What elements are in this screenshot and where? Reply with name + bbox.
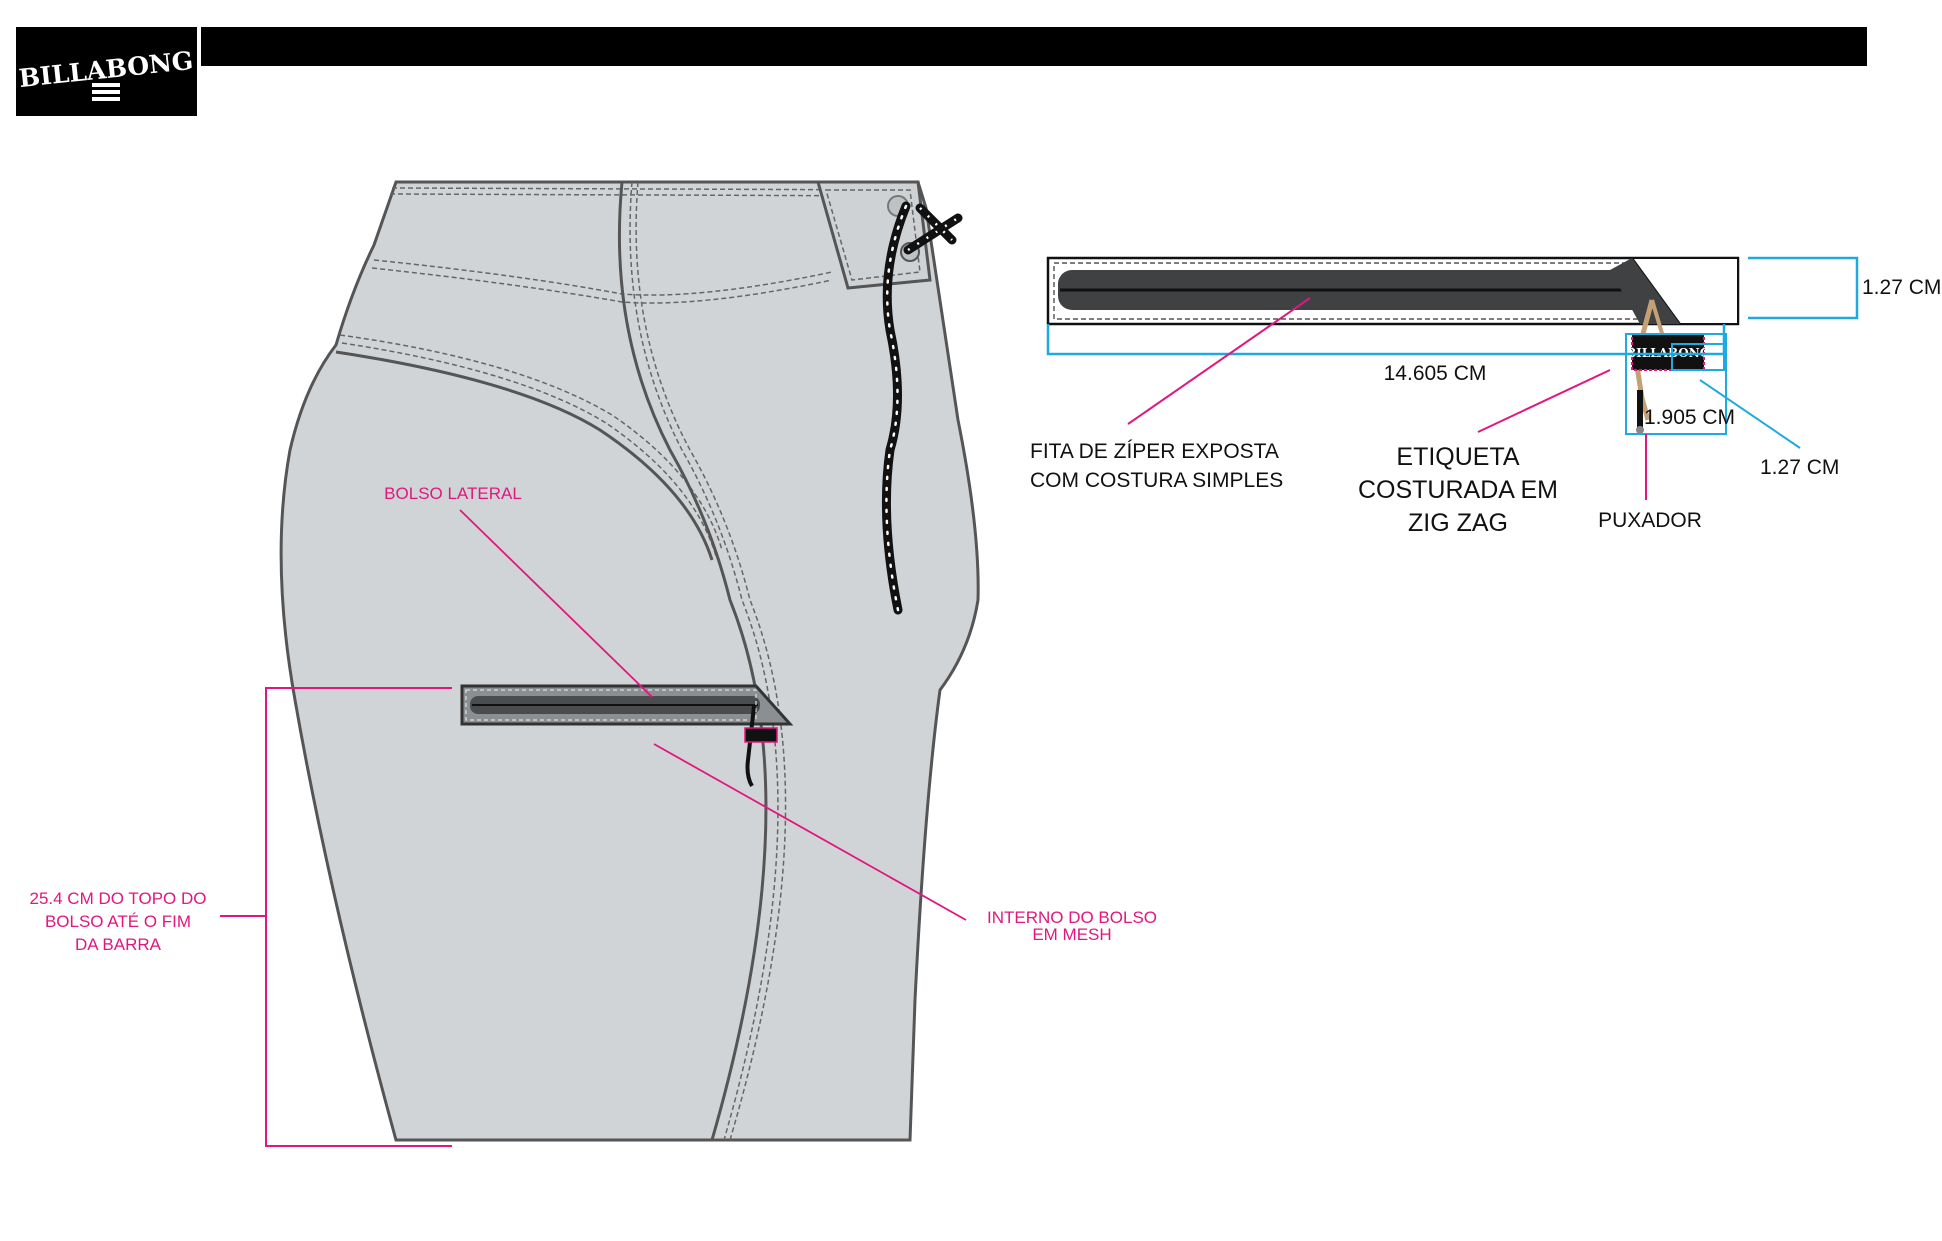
callout-measure-line1: 25.4 CM DO TOPO DO	[30, 889, 207, 908]
drawcord-dots	[885, 204, 908, 612]
callout-fita-line2: COM COSTURA SIMPLES	[1030, 469, 1283, 492]
callout-fita-line1: FITA DE ZÍPER EXPOSTA	[1030, 440, 1279, 463]
side-pocket	[460, 684, 794, 788]
callout-interno-line2: EM MESH	[1032, 925, 1111, 944]
callout-line-fita	[1127, 297, 1311, 425]
callout-line-etiqueta	[1477, 369, 1611, 433]
callout-measure-line3: DA BARRA	[75, 935, 162, 954]
yoke-seam	[371, 267, 833, 304]
callout-bolso-lateral: BOLSO LATERAL	[384, 484, 522, 503]
callout-etiqueta-line1: ETIQUETA	[1396, 443, 1519, 471]
callout-etiqueta-line2: COSTURADA EM	[1358, 476, 1558, 504]
detail-zipper-end-fill	[1610, 258, 1680, 324]
callout-etiqueta-line3: ZIG ZAG	[1408, 509, 1508, 537]
dim-label-text: 1.905 CM	[1644, 406, 1735, 429]
callout-line-bolso	[459, 509, 653, 698]
dim-length-text: 14.605 CM	[1384, 362, 1487, 385]
dim-label-height-text: 1.27 CM	[1760, 456, 1839, 479]
callout-line-interno	[653, 743, 967, 921]
detail-label	[1631, 333, 1705, 371]
dim-height-text: 1.27 CM	[1862, 276, 1941, 299]
callout-puxador: PUXADOR	[1598, 509, 1702, 532]
dim-height-bracket	[1748, 256, 1859, 320]
fly-panel-stitch	[825, 189, 921, 281]
callout-interno-line1: INTERNO DO BOLSO	[987, 908, 1157, 927]
shorts-side-view	[279, 180, 980, 1142]
drawcord-bow	[903, 213, 963, 255]
callouts: BOLSO LATERAL INTERNO DO BOLSO EM MESH 2…	[30, 484, 1157, 1147]
callout-measure-line2: BOLSO ATÉ O FIM	[45, 912, 191, 931]
front-seam-stitch	[635, 181, 787, 1141]
dim-label-box	[1625, 333, 1727, 435]
front-seam	[617, 181, 768, 1141]
pocket-zipper-stitch	[465, 689, 757, 721]
back-yoke-stitch	[339, 334, 723, 551]
header: BILLABONG	[16, 27, 1867, 116]
pocket-label	[744, 727, 778, 743]
detail-zipper-pull	[1633, 299, 1655, 421]
dim-label-leader	[1699, 379, 1801, 449]
drawcord-bow	[919, 207, 953, 241]
pocket-zipper-pull	[745, 705, 756, 788]
dim-length-bracket	[1046, 324, 1726, 356]
back-yoke-seam	[335, 350, 714, 561]
header-bar	[201, 27, 1867, 66]
detail-puller-tip-icon	[1636, 426, 1644, 434]
zipper-detail: BILLABONG 1.27 CM 14.605 CM 1.905 CM 1.2…	[1030, 256, 1941, 537]
shorts-outline	[279, 180, 980, 1142]
logo-box	[16, 27, 197, 116]
logo-waves-icon	[92, 83, 120, 101]
front-seam-stitch	[629, 181, 779, 1141]
dim-label-box-inner	[1671, 343, 1725, 371]
